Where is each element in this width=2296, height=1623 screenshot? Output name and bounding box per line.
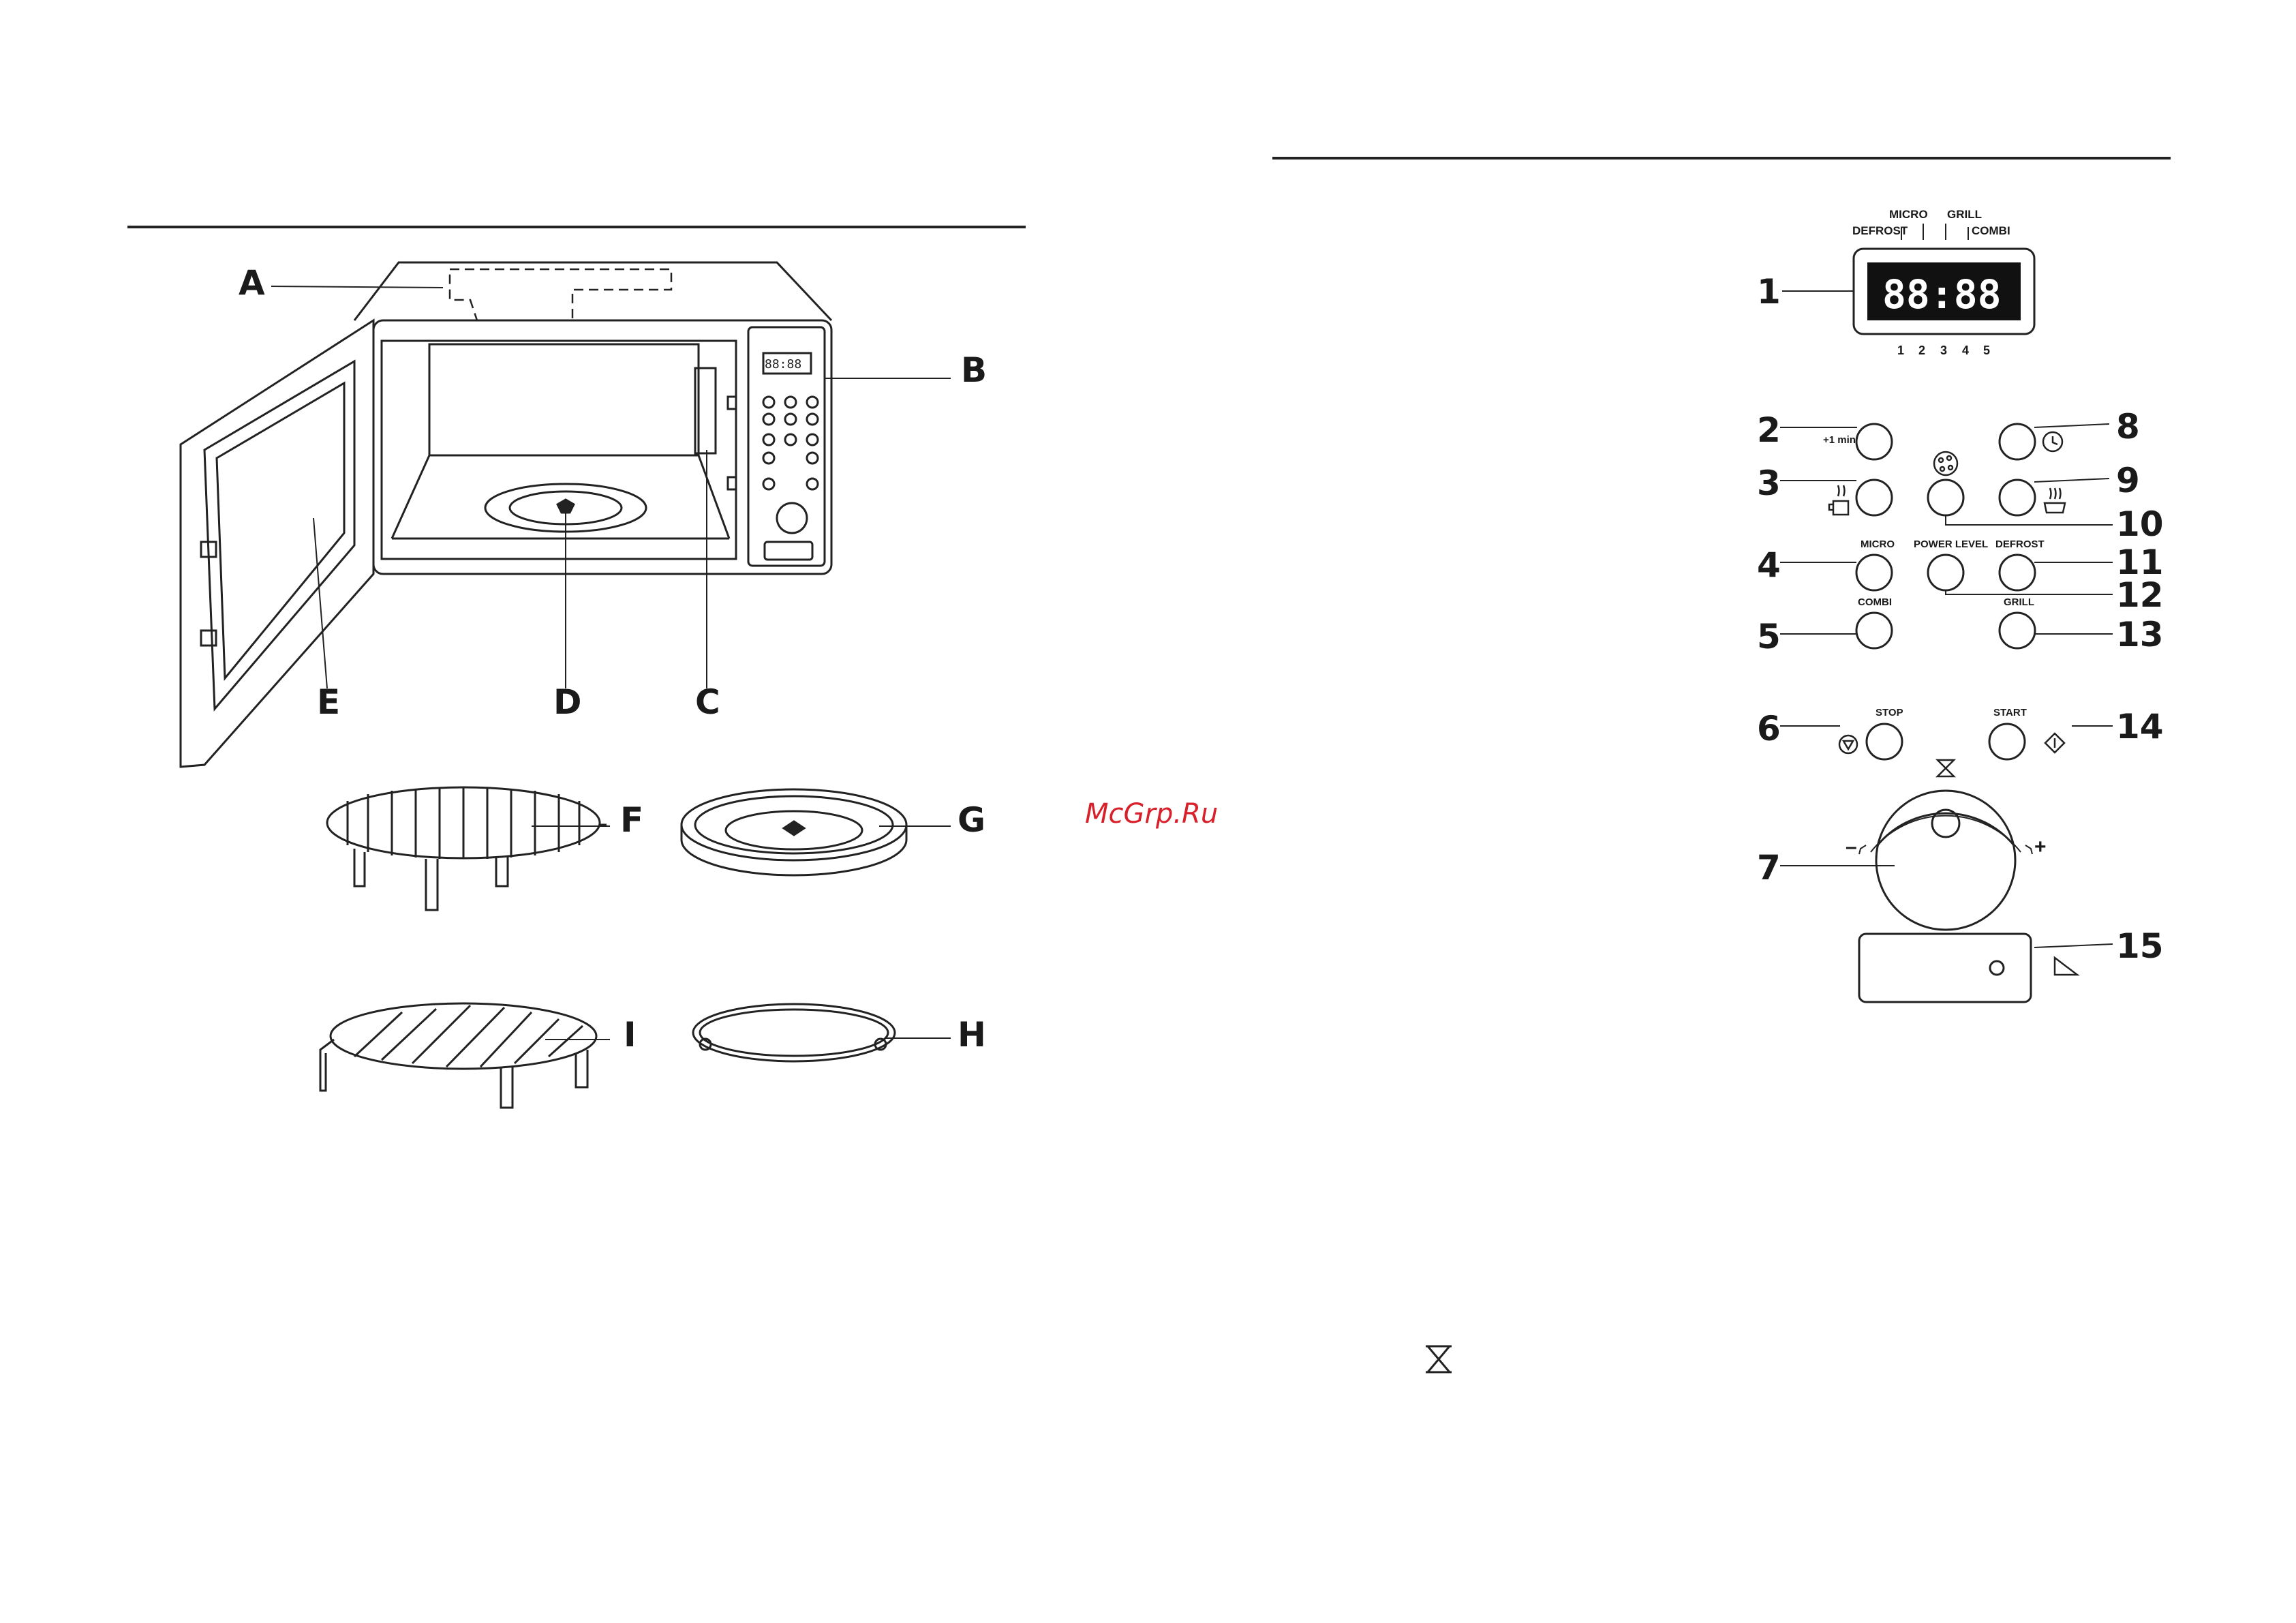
door-open-icon <box>2055 958 2077 975</box>
accessory-roller-ring <box>693 1004 951 1061</box>
callout-H: H <box>958 1015 986 1055</box>
mode-label-defrost: DEFROST <box>1852 224 1908 237</box>
indicator-3: 3 <box>1940 344 1947 357</box>
power-level-button[interactable] <box>1928 555 1963 590</box>
grill-label: GRILL <box>2004 596 2034 608</box>
reheat-button[interactable] <box>2000 480 2035 515</box>
callout-12: 12 <box>2116 575 2164 615</box>
indicator-5: 5 <box>1983 344 1990 357</box>
grill-button[interactable] <box>2000 613 2035 648</box>
callout-9: 9 <box>2116 461 2140 500</box>
auto-menu-icon <box>1934 452 1957 475</box>
callout-A: A <box>239 263 265 303</box>
hourglass-icon <box>1938 760 1954 776</box>
micro-label: MICRO <box>1861 539 1895 550</box>
auto-menu-button[interactable] <box>1928 480 1963 515</box>
callout-D: D <box>553 682 582 722</box>
indicator-1: 1 <box>1897 344 1904 357</box>
indicator-2: 2 <box>1918 344 1925 357</box>
mode-label-micro: MICRO <box>1889 208 1928 221</box>
callout-F: F <box>620 800 643 840</box>
callout-E: E <box>317 682 340 722</box>
callout-1: 1 <box>1757 272 1781 312</box>
callout-14: 14 <box>2116 707 2164 746</box>
callout-B: B <box>961 350 987 390</box>
control-panel-diagram: DEFROST MICRO GRILL COMBI 88:88 1 2 3 4 … <box>1757 208 2164 1002</box>
defrost-label: DEFROST <box>1995 539 2045 550</box>
stop-label: STOP <box>1876 707 1903 718</box>
callout-15: 15 <box>2116 926 2164 966</box>
combi-label: COMBI <box>1858 596 1892 608</box>
callout-4: 4 <box>1757 545 1781 585</box>
dial-minus: – <box>1846 836 1857 858</box>
cup-icon <box>1829 485 1848 515</box>
accessory-glass-tray <box>682 789 951 875</box>
power-level-label: POWER LEVEL <box>1914 539 1988 550</box>
callout-8: 8 <box>2116 407 2140 446</box>
callout-5: 5 <box>1757 617 1781 656</box>
callout-2: 2 <box>1757 410 1781 450</box>
accessory-high-rack <box>327 787 610 910</box>
plus-one-min-label: +1 min <box>1823 434 1856 446</box>
mode-label-combi: COMBI <box>1972 224 2010 237</box>
callout-7: 7 <box>1757 848 1781 888</box>
dial-plus: + <box>2034 836 2047 858</box>
mode-label-grill: GRILL <box>1947 208 1982 221</box>
callout-13: 13 <box>2116 615 2164 654</box>
bowl-steam-icon <box>2045 488 2065 513</box>
accessory-low-rack <box>320 1003 610 1108</box>
start-icon <box>2045 733 2064 753</box>
callout-6: 6 <box>1757 709 1781 748</box>
clock-button[interactable] <box>2000 424 2035 459</box>
svg-text:88:88: 88:88 <box>765 357 801 371</box>
start-button[interactable] <box>1989 724 2025 759</box>
watermark: McGrp.Ru <box>1085 798 1218 830</box>
beverage-button[interactable] <box>1856 480 1892 515</box>
start-label: START <box>1993 707 2027 718</box>
selector-dial[interactable] <box>1876 791 2015 930</box>
stop-icon <box>1839 735 1857 753</box>
callout-3: 3 <box>1757 464 1781 503</box>
defrost-button[interactable] <box>2000 555 2035 590</box>
indicator-4: 4 <box>1962 344 1969 357</box>
callout-C: C <box>695 682 720 722</box>
door-open-button[interactable] <box>1859 934 2031 1002</box>
hourglass-icon <box>1426 1346 1452 1372</box>
callout-G: G <box>958 800 985 840</box>
micro-button[interactable] <box>1856 555 1892 590</box>
stop-button[interactable] <box>1867 724 1902 759</box>
clock-icon <box>2043 432 2062 451</box>
display-digits: 88:88 <box>1882 271 2002 318</box>
callout-10: 10 <box>2116 504 2164 544</box>
combi-button[interactable] <box>1856 613 1892 648</box>
callout-I: I <box>624 1015 637 1055</box>
plus-one-min-button[interactable] <box>1856 424 1892 459</box>
grill-element <box>450 269 671 320</box>
